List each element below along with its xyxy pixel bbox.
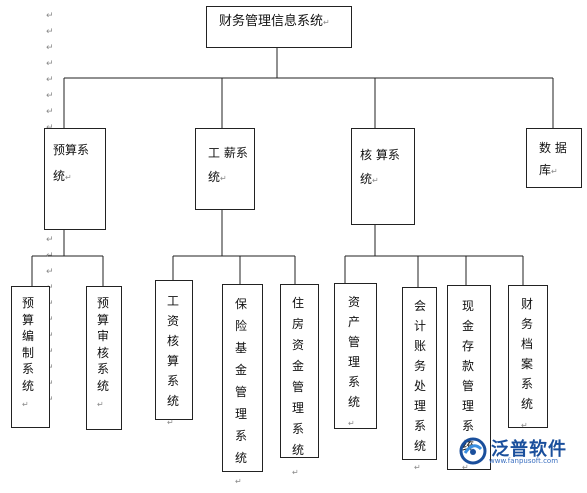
node-housing-fund-label: 住房资金管理系统↵ — [292, 296, 305, 477]
node-budget-system: 预算系统↵ — [44, 128, 106, 230]
return-mark: ↵ — [167, 418, 174, 427]
node-housing-fund: 住房资金管理系统↵ — [280, 284, 319, 477]
logo-text: 泛普软件 — [491, 439, 567, 460]
node-budget-compile-label: 预算编制系统↵ — [22, 296, 35, 409]
return-mark: ↵ — [22, 399, 29, 409]
node-budget-audit-label: 预算审核系统↵ — [97, 296, 110, 409]
node-salary-calc-label: 工资核算系统↵ — [167, 294, 180, 427]
node-root: 财务管理信息系统↵ — [206, 6, 352, 48]
node-finance-archive: 财务档案系统↵ — [508, 285, 548, 430]
fanpu-logo: 泛普软件 www.fanpusoft.com — [459, 435, 581, 471]
return-mark: ↵ — [292, 468, 299, 477]
logo-url: www.fanpusoft.com — [489, 457, 559, 465]
return-mark: ↵ — [220, 174, 227, 183]
return-mark: ↵ — [551, 167, 558, 176]
node-ledger-processing-label: 会计账务处理系统↵ — [414, 299, 427, 472]
node-payroll-system-label: 工 薪系统↵ — [208, 146, 248, 184]
node-root-label: 财务管理信息系统↵ — [219, 14, 330, 29]
node-asset-mgmt-label: 资产管理系统↵ — [348, 295, 361, 428]
return-mark: ↵ — [348, 419, 355, 428]
node-asset-mgmt: 资产管理系统↵ — [334, 283, 377, 429]
node-budget-system-label: 预算系统↵ — [53, 143, 90, 183]
node-accounting-system-label: 核 算系统↵ — [360, 148, 400, 186]
return-mark: ↵ — [65, 173, 72, 182]
node-database-label: 数 据库↵ — [539, 141, 567, 177]
node-insurance-fund: 保险基金管理系统↵ — [222, 284, 263, 486]
node-finance-archive-label: 财务档案系统↵ — [521, 297, 534, 430]
node-ledger-processing: 会计账务处理系统↵ — [402, 287, 437, 472]
node-salary-calc: 工资核算系统↵ — [155, 280, 193, 427]
connector-lines — [31, 47, 554, 287]
node-accounting-system: 核 算系统↵ — [351, 128, 415, 225]
return-mark: ↵ — [323, 18, 330, 27]
return-mark: ↵ — [97, 399, 104, 409]
return-mark: ↵ — [372, 176, 379, 185]
return-mark: ↵ — [414, 463, 421, 472]
node-payroll-system: 工 薪系统↵ — [195, 128, 255, 210]
node-budget-compile: 预算编制系统↵ — [11, 286, 50, 428]
return-mark: ↵ — [462, 463, 469, 472]
node-budget-audit: 预算审核系统↵ — [86, 286, 122, 430]
node-database: 数 据库↵ — [526, 128, 582, 188]
node-insurance-fund-label: 保险基金管理系统↵ — [235, 297, 248, 486]
logo-swirl-icon — [459, 437, 487, 465]
return-mark: ↵ — [521, 421, 528, 430]
return-mark: ↵ — [235, 477, 242, 486]
